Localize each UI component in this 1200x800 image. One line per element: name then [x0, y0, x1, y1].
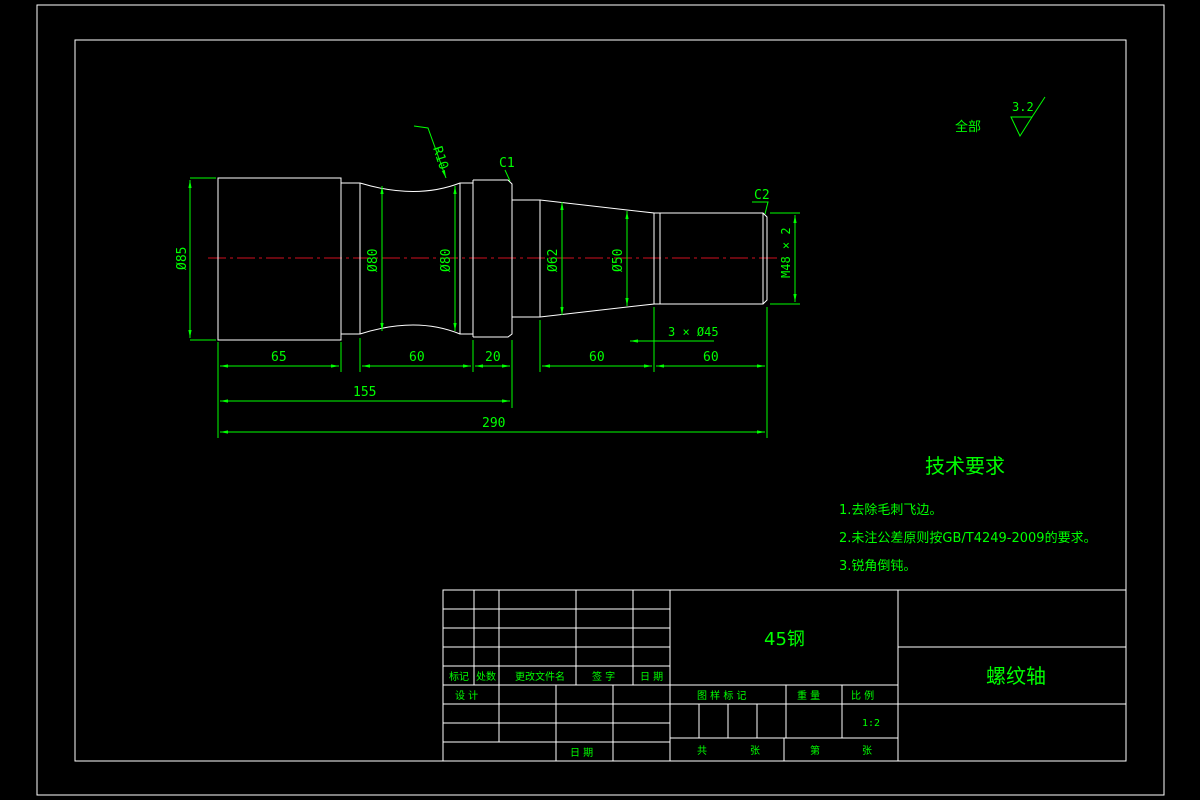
tb-part-name: 螺纹轴	[986, 664, 1046, 688]
tb-h-mark: 标记	[449, 671, 469, 683]
c1-leader	[504, 169, 511, 182]
tb-h-sign: 签 字	[592, 670, 615, 683]
diameter-dims	[188, 177, 800, 341]
tb-sheet: 第	[810, 744, 820, 757]
title-block	[442, 589, 1127, 762]
tb-weight: 重 量	[797, 689, 820, 702]
r10-leader	[413, 125, 447, 179]
tb-sheet-unit: 张	[750, 745, 760, 757]
dim-155: 155	[353, 385, 376, 400]
dim-c1: C1	[499, 156, 515, 171]
dim-d80-b: Ø80	[439, 249, 454, 272]
dim-d85: Ø85	[175, 247, 190, 270]
roughness-value: 3.2	[1012, 100, 1034, 114]
dim-20: 20	[485, 350, 501, 365]
outer-border	[36, 4, 1165, 796]
dim-290: 290	[482, 416, 505, 431]
dim-60-c: 60	[703, 350, 719, 365]
dim-thread: M48 × 2	[779, 227, 793, 278]
tech-item-2: 2.未注公差原则按GB/T4249-2009的要求。	[839, 530, 1097, 546]
dim-60-a: 60	[409, 350, 425, 365]
dim-d80-a: Ø80	[366, 249, 381, 272]
dim-r10: R10	[429, 145, 451, 172]
dim-65: 65	[271, 350, 287, 365]
dim-d62: Ø62	[546, 249, 561, 272]
c2-leader	[752, 201, 769, 215]
shaft-outline	[217, 177, 768, 341]
tb-design: 设 计	[455, 689, 478, 702]
tb-material: 45钢	[764, 629, 805, 650]
roughness-symbol: 全部 3.2	[955, 96, 1046, 138]
tb-date: 日 期	[570, 747, 593, 759]
dim-60-b: 60	[589, 350, 605, 365]
tb-h-doc: 更改文件名	[515, 670, 565, 683]
dim-c2: C2	[754, 188, 770, 203]
tb-scale-label: 比 例	[851, 689, 874, 702]
tb-h-date: 日 期	[640, 671, 663, 683]
tech-title: 技术要求	[925, 454, 1005, 478]
tech-requirements: 技术要求 1.去除毛刺飞边。 2.未注公差原则按GB/T4249-2009的要求…	[839, 454, 1097, 574]
dim-chamfer: 3 × Ø45	[668, 325, 719, 339]
tb-stage: 图 样 标 记	[697, 689, 747, 702]
tb-h-count: 处数	[476, 670, 496, 683]
roughness-label: 全部	[955, 119, 981, 135]
tech-item-1: 1.去除毛刺飞边。	[839, 503, 942, 518]
tb-scale: 1:2	[862, 718, 880, 729]
tech-item-3: 3.锐角倒钝。	[839, 559, 916, 574]
length-dims	[217, 307, 768, 438]
tb-total: 共	[697, 745, 707, 757]
dim-d50: Ø50	[611, 249, 626, 272]
tb-sheet-unit2: 张	[862, 745, 872, 757]
